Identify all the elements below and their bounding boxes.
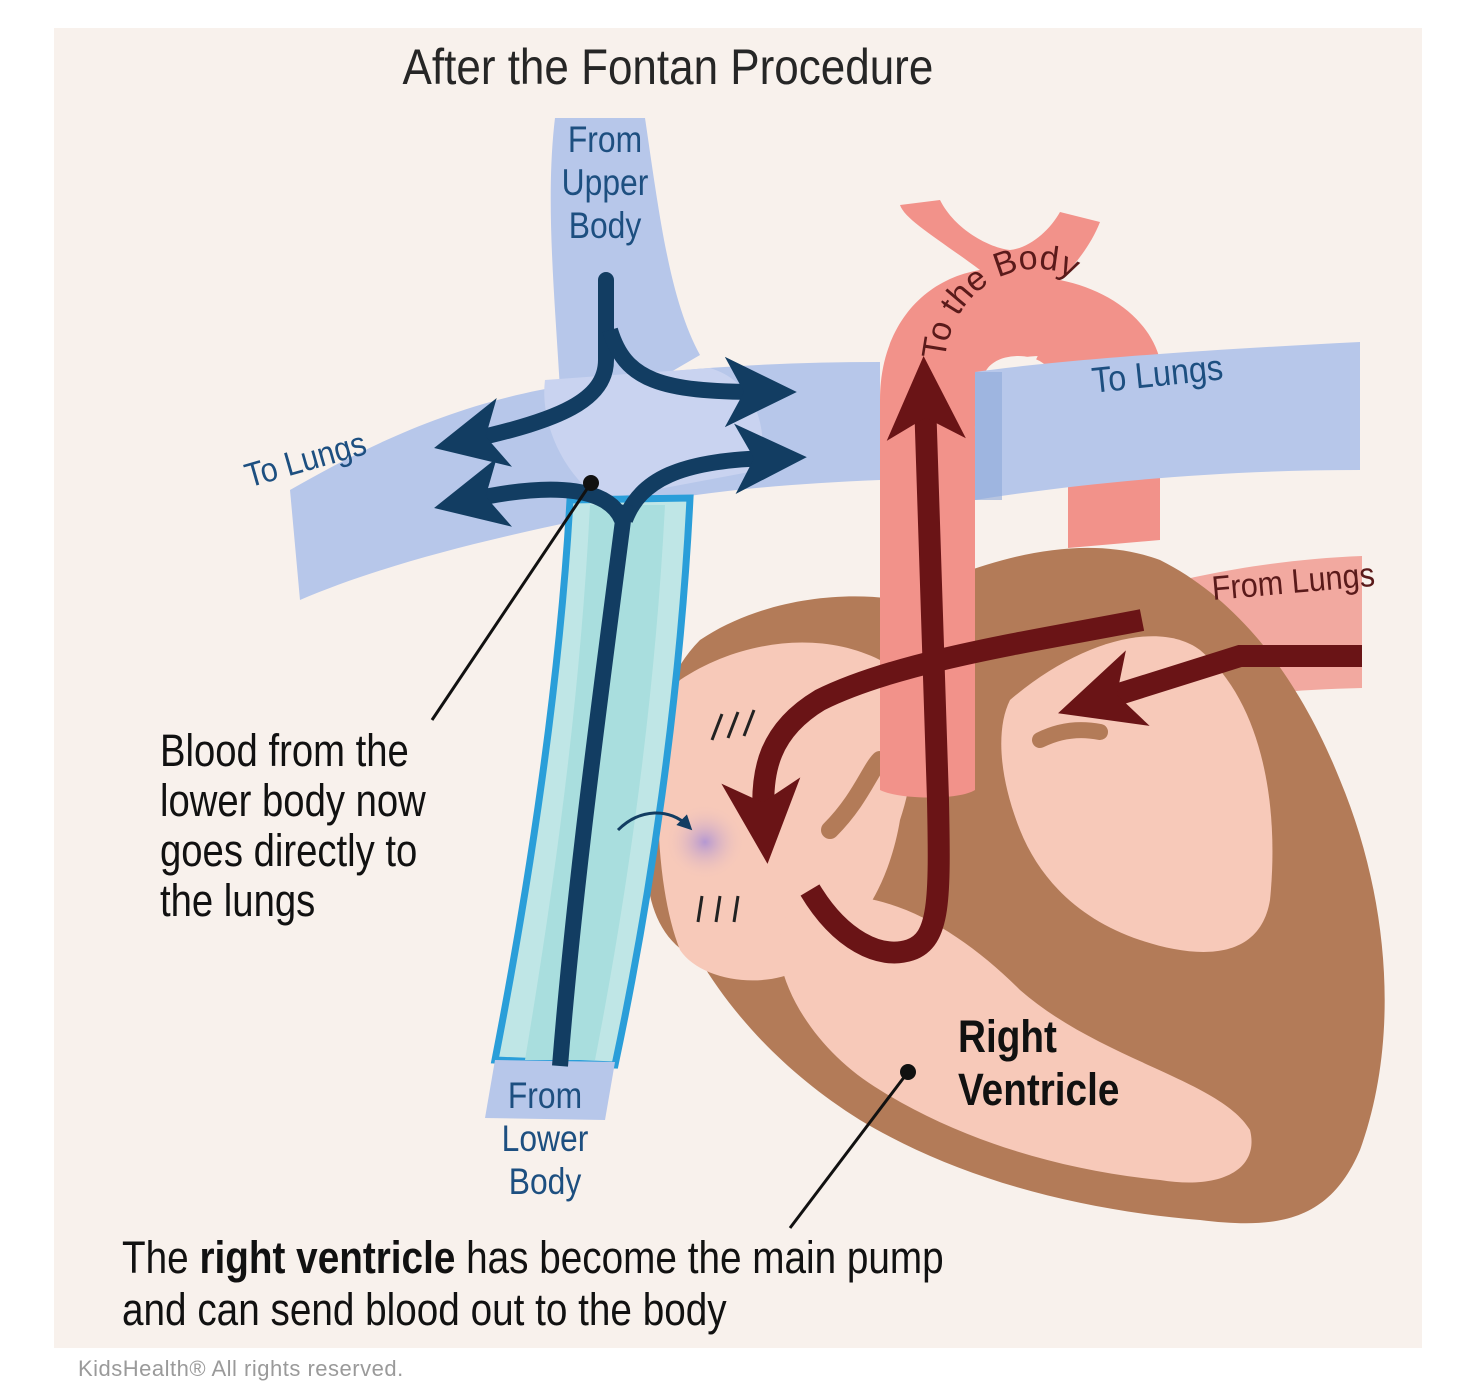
fenestration-glow bbox=[665, 804, 745, 880]
copyright: KidsHealth® All rights reserved. bbox=[78, 1356, 404, 1381]
caption-prefix: The bbox=[122, 1232, 200, 1283]
superior-vena-cava bbox=[550, 118, 700, 390]
suture-marks-upper bbox=[710, 709, 756, 741]
flow-arrow-upper-left bbox=[434, 272, 614, 467]
callout-line-1: Blood from the bbox=[160, 725, 409, 776]
callout-line-3: goes directly to bbox=[160, 825, 418, 876]
flow-arrow-lower-left bbox=[434, 458, 630, 527]
caption: The right ventricle has become the main … bbox=[122, 1232, 944, 1336]
callout-line-4: the lungs bbox=[160, 875, 316, 926]
rv-leader-line bbox=[788, 1071, 910, 1229]
caption-rest: has become the main pump bbox=[455, 1232, 944, 1283]
flow-arrow-upper-right bbox=[602, 327, 797, 428]
from-lower-body-label: From Lower Body bbox=[472, 1074, 618, 1203]
rv-leader-dot bbox=[900, 1064, 916, 1080]
ivc-lower-vein bbox=[485, 1060, 615, 1120]
rv-line-2: Ventricle bbox=[958, 1064, 1120, 1115]
heart-septum-ridge bbox=[821, 751, 889, 839]
pulmonary-artery-shade bbox=[975, 372, 1002, 500]
callout-leader-dot bbox=[583, 475, 599, 491]
red-arrow-into-atrium bbox=[721, 609, 1145, 864]
from-lower-line-1: From bbox=[507, 1075, 583, 1116]
caption-line-2: and can send blood out to the body bbox=[122, 1284, 727, 1335]
diagram-title: After the Fontan Procedure bbox=[402, 39, 934, 95]
fenestration-arrow bbox=[616, 811, 693, 832]
red-arrow-up-aorta bbox=[800, 356, 966, 964]
from-lower-line-3: Body bbox=[508, 1161, 582, 1202]
right-ventricle-label: Right Ventricle bbox=[958, 1010, 1119, 1116]
from-lower-line-2: Lower bbox=[501, 1118, 589, 1159]
suture-marks-lower bbox=[696, 895, 740, 923]
from-upper-body-label: From Upper Body bbox=[532, 118, 678, 247]
rv-line-1: Right bbox=[958, 1011, 1057, 1062]
heart-valve-ridge bbox=[1032, 722, 1108, 748]
from-upper-line-2: Upper bbox=[561, 162, 649, 203]
from-upper-line-3: Body bbox=[568, 205, 642, 246]
red-arrow-from-lungs bbox=[1058, 645, 1362, 726]
caption-line-1: The right ventricle has become the main … bbox=[122, 1232, 944, 1284]
pulmonary-artery-right bbox=[975, 342, 1360, 500]
right-ventricle-chamber bbox=[779, 895, 1252, 1183]
caption-bold: right ventricle bbox=[199, 1232, 456, 1283]
callout-line-2: lower body now bbox=[160, 775, 426, 826]
lower-body-callout: Blood from the lower body now goes direc… bbox=[160, 726, 426, 926]
flow-arrow-ivc bbox=[552, 503, 633, 1067]
callout-leader-line bbox=[430, 482, 593, 721]
from-upper-line-1: From bbox=[567, 119, 643, 160]
